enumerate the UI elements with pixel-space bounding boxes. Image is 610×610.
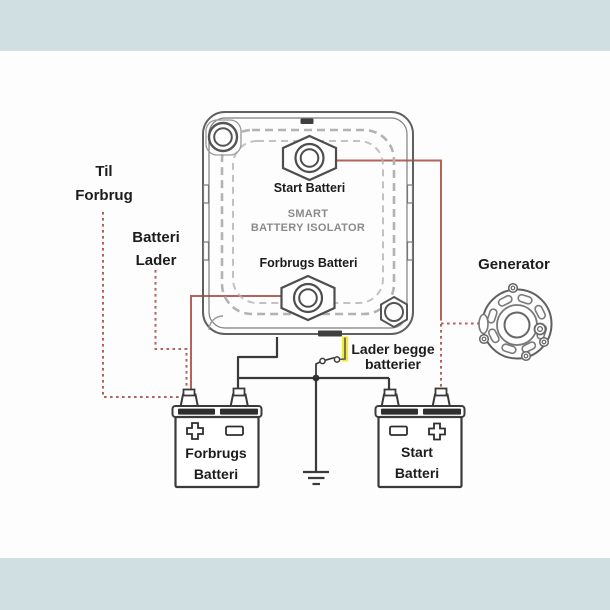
start-battery-label: Start Batteri bbox=[367, 442, 467, 484]
minus-terminal-icon bbox=[389, 425, 408, 436]
corner-bolt-top-left-icon bbox=[205, 119, 242, 156]
plus-terminal-icon bbox=[428, 422, 446, 441]
generator-icon bbox=[478, 282, 553, 362]
start-battery bbox=[374, 387, 466, 489]
corner-bolt-bottom-right-icon bbox=[380, 295, 408, 329]
forbrugs-battery bbox=[171, 387, 263, 489]
generator-label: Generator bbox=[478, 256, 550, 273]
lader-begge-line1: Lader begge bbox=[351, 341, 435, 357]
batteri-lader-line2: Lader bbox=[135, 252, 177, 269]
isolator-brand-line1: SMART bbox=[287, 208, 329, 220]
til-forbrug-label: Til Forbrug bbox=[54, 160, 154, 208]
ground-icon bbox=[303, 470, 329, 486]
batteri-lader-line1: Batteri bbox=[132, 229, 180, 246]
batteri-lader-callout-line bbox=[154, 270, 188, 389]
til-forbrug-line2: Forbrug bbox=[75, 187, 133, 204]
start-terminal-hex-icon bbox=[281, 134, 338, 182]
bottom-band bbox=[0, 558, 610, 610]
top-band bbox=[0, 0, 610, 51]
isolator-brand-text: SMART BATTERY ISOLATOR bbox=[248, 208, 368, 235]
forbrugs-battery-label: Forbrugs Batteri bbox=[166, 443, 266, 485]
isolator-forbrugs-terminal-label: Forbrugs Batteri bbox=[259, 256, 358, 270]
start-battery-line1: Start bbox=[401, 444, 433, 460]
switch-icon bbox=[315, 337, 346, 378]
til-forbrug-callout-line bbox=[102, 212, 180, 398]
isolator-brand-line2: BATTERY ISOLATOR bbox=[250, 221, 366, 234]
lader-begge-line2: batterier bbox=[364, 356, 422, 372]
forbrugs-terminal-hex-icon bbox=[280, 274, 336, 322]
isolator-start-terminal-label: Start Batteri bbox=[273, 181, 346, 195]
til-forbrug-line1: Til bbox=[95, 163, 113, 180]
start-battery-line2: Batteri bbox=[394, 465, 440, 481]
forbrugs-battery-line1: Forbrugs bbox=[185, 445, 247, 461]
lader-begge-batterier-label: Lader begge batterier bbox=[337, 342, 449, 372]
batteri-lader-label: Batteri Lader bbox=[106, 226, 206, 272]
forbrugs-battery-line2: Batteri bbox=[193, 466, 239, 482]
minus-terminal-icon bbox=[225, 425, 244, 436]
plus-terminal-icon bbox=[186, 422, 204, 440]
positive-wire-consumer-battery bbox=[190, 295, 302, 391]
positive-wire-start-battery bbox=[315, 159, 479, 389]
